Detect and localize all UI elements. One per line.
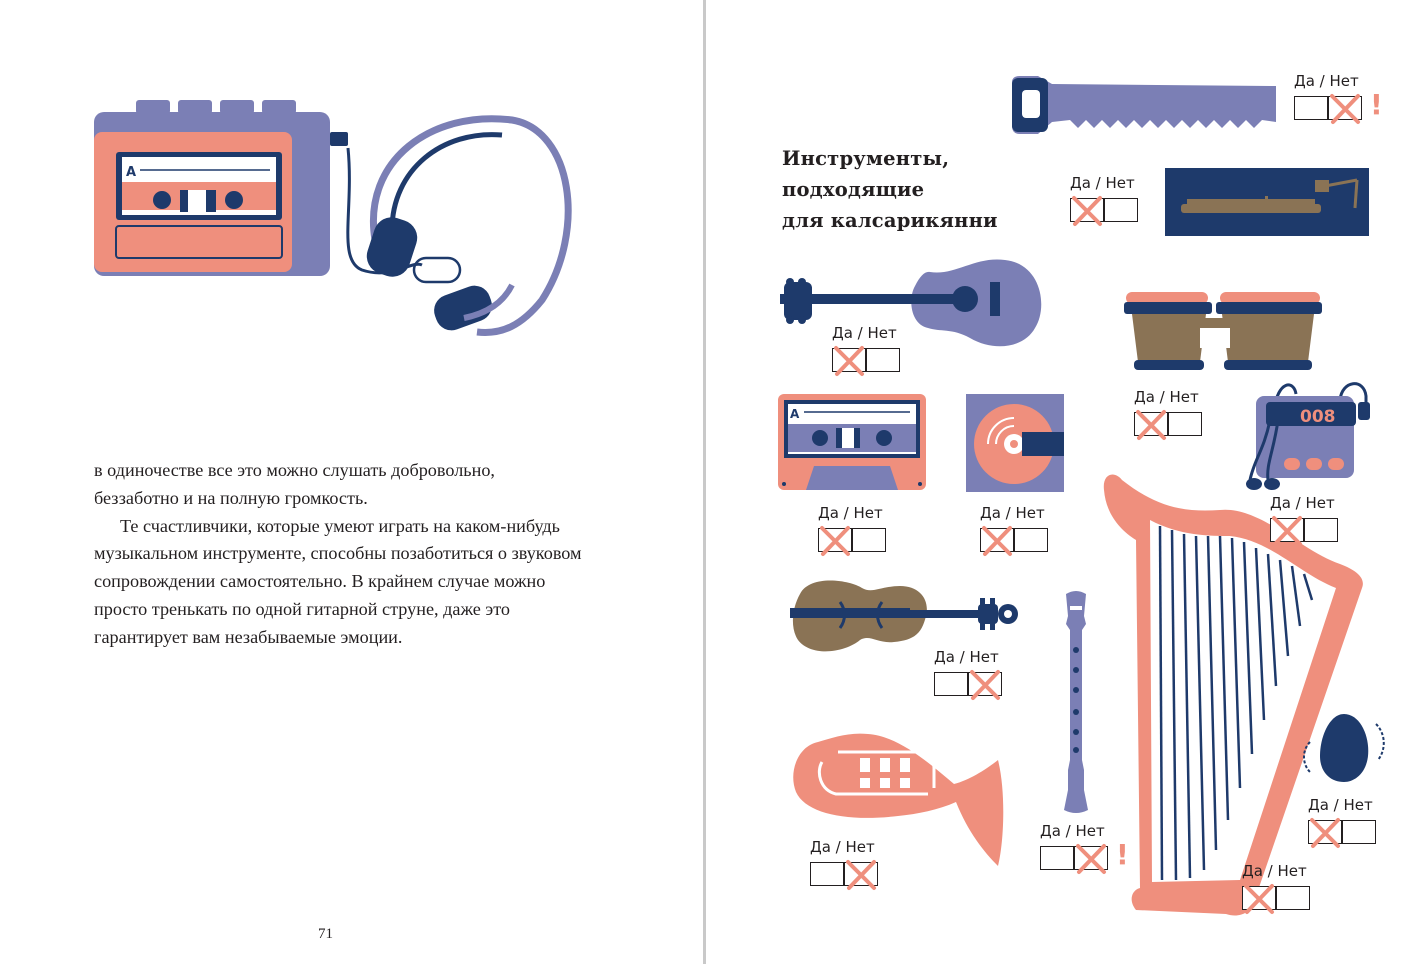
exclamation-mark: ! xyxy=(1370,88,1383,121)
cross-mark-icon xyxy=(1270,515,1304,547)
yes-no-choice-violin[interactable]: Да / Нет xyxy=(934,648,1008,701)
yes-no-label: Да / Нет xyxy=(1040,822,1105,840)
yes-no-choice-guitar[interactable]: Да / Нет xyxy=(832,324,906,377)
yes-no-choice-saw[interactable]: Да / Нет! xyxy=(1294,72,1383,125)
yes-no-label: Да / Нет xyxy=(1270,494,1335,512)
cross-mark-icon xyxy=(1328,93,1362,125)
checkbox-pair xyxy=(832,345,902,377)
svg-text:008: 008 xyxy=(1300,407,1336,427)
yes-no-label: Да / Нет xyxy=(1294,72,1359,90)
no-checkbox[interactable] xyxy=(866,348,900,372)
cassette-icon: A xyxy=(778,394,926,490)
yes-checkbox[interactable] xyxy=(810,862,844,886)
checkbox-pair xyxy=(934,669,1004,701)
checkbox-pair: ! xyxy=(1294,88,1383,125)
yes-no-label: Да / Нет xyxy=(1308,796,1373,814)
book-spine xyxy=(703,0,706,964)
yes-no-choice-cassette[interactable]: Да / Нет xyxy=(818,504,892,557)
cross-mark-icon xyxy=(844,859,878,891)
yes-no-choice-tuba[interactable]: Да / Нет xyxy=(810,838,884,891)
no-checkbox[interactable] xyxy=(1014,528,1048,552)
yes-no-label: Да / Нет xyxy=(832,324,897,342)
checkbox-pair xyxy=(818,525,888,557)
bongo-drums-icon xyxy=(1124,292,1322,370)
checkbox-pair xyxy=(1242,883,1312,915)
harp-icon xyxy=(1103,474,1363,916)
egg-shaker-icon xyxy=(1303,714,1385,782)
no-checkbox[interactable] xyxy=(1276,886,1310,910)
checkbox-pair xyxy=(980,525,1050,557)
yes-no-choice-bongo-drums[interactable]: Да / Нет xyxy=(1134,388,1208,441)
cross-mark-icon xyxy=(980,525,1014,557)
walkman-icon: 008 xyxy=(1246,382,1370,490)
cassette-player-headphones-illustration: A xyxy=(94,100,572,337)
violin-icon xyxy=(790,580,1018,652)
paragraph-1: в одиночестве все это можно слушать добр… xyxy=(94,460,495,508)
cross-mark-icon xyxy=(968,669,1002,701)
yes-no-label: Да / Нет xyxy=(934,648,999,666)
page-number: 71 xyxy=(318,926,333,942)
cross-mark-icon xyxy=(1074,843,1108,875)
cross-mark-icon xyxy=(1070,195,1104,227)
cross-mark-icon xyxy=(1308,817,1342,849)
yes-no-choice-turntable[interactable]: Да / Нет xyxy=(1070,174,1144,227)
paragraph-2: Те счастливчики, которые умеют играть на… xyxy=(94,515,582,647)
yes-no-label: Да / Нет xyxy=(1242,862,1307,880)
cross-mark-icon xyxy=(1134,409,1168,441)
yes-no-label: Да / Нет xyxy=(818,504,883,522)
heading-line: для калсарикянни xyxy=(782,209,998,232)
yes-no-label: Да / Нет xyxy=(1070,174,1135,192)
cross-mark-icon xyxy=(832,345,866,377)
yes-checkbox[interactable] xyxy=(1294,96,1328,120)
no-checkbox[interactable] xyxy=(1342,820,1376,844)
heading-line: подходящие xyxy=(782,178,925,201)
yes-no-label: Да / Нет xyxy=(980,504,1045,522)
no-checkbox[interactable] xyxy=(1304,518,1338,542)
body-text: в одиночестве все это можно слушать добр… xyxy=(94,457,584,652)
no-checkbox[interactable] xyxy=(852,528,886,552)
yes-no-choice-harp[interactable]: Да / Нет xyxy=(1242,862,1316,915)
svg-text:A: A xyxy=(126,165,136,180)
yes-no-choice-recorder-flute[interactable]: Да / Нет! xyxy=(1040,822,1129,875)
checkbox-pair xyxy=(1308,817,1378,849)
turntable-icon xyxy=(1165,168,1369,236)
yes-no-choice-egg-shaker[interactable]: Да / Нет xyxy=(1308,796,1382,849)
svg-text:A: A xyxy=(790,407,800,421)
yes-no-label: Да / Нет xyxy=(1134,388,1199,406)
yes-no-choice-walkman[interactable]: Да / Нет xyxy=(1270,494,1344,547)
no-checkbox[interactable] xyxy=(1104,198,1138,222)
checkbox-pair xyxy=(1070,195,1140,227)
yes-checkbox[interactable] xyxy=(1040,846,1074,870)
checkbox-pair xyxy=(1134,409,1204,441)
cross-mark-icon xyxy=(1242,883,1276,915)
no-checkbox[interactable] xyxy=(1168,412,1202,436)
guitar-icon xyxy=(780,259,1042,347)
yes-no-choice-cd[interactable]: Да / Нет xyxy=(980,504,1054,557)
exclamation-mark: ! xyxy=(1116,838,1129,871)
heading-line: Инструменты, xyxy=(782,147,950,170)
yes-checkbox[interactable] xyxy=(934,672,968,696)
cd-icon xyxy=(966,394,1064,492)
cross-mark-icon xyxy=(818,525,852,557)
checkbox-pair xyxy=(810,859,880,891)
recorder-flute-icon xyxy=(1064,591,1088,813)
tuba-icon xyxy=(793,733,1004,866)
page-heading: Инструменты, подходящие для калсарикянни xyxy=(782,143,1042,236)
checkbox-pair xyxy=(1270,515,1340,547)
yes-no-label: Да / Нет xyxy=(810,838,875,856)
saw-icon xyxy=(1012,76,1276,134)
checkbox-pair: ! xyxy=(1040,838,1129,875)
